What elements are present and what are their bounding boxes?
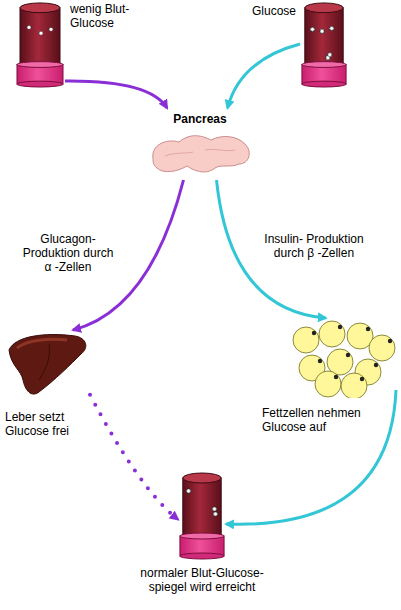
fat-cells: Fettzellen nehmen Glucose auf — [288, 318, 396, 398]
arrow-tail — [173, 515, 178, 519]
node-label: Fettzellen nehmen Glucose auf — [262, 406, 380, 434]
flow-arrow — [226, 390, 396, 524]
blood-tube: Glucose — [300, 0, 348, 88]
fat-cells-shape — [288, 318, 396, 398]
blood-tube-shape — [178, 470, 226, 560]
blood-tube-shape — [15, 0, 65, 88]
liver-organ: Leber setzt Glucose frei — [5, 330, 90, 402]
node-label: wenig Blut- Glucose — [70, 2, 142, 30]
node-label: Glucose — [232, 4, 296, 18]
blood-tube-shape — [300, 0, 348, 88]
flow-arrow — [90, 395, 178, 520]
blood-tube: normaler Blut-Glucose- spiegel wird erre… — [178, 470, 226, 560]
pancreas-organ: Pancreas — [145, 108, 255, 180]
liver-organ-shape — [5, 330, 90, 402]
node-label: Pancreas — [145, 112, 255, 126]
edge-label: Insulin- Produktion durch β -Zellen — [264, 232, 364, 260]
node-label: Leber setzt Glucose frei — [5, 410, 100, 438]
blood-tube: wenig Blut- Glucose — [15, 0, 65, 88]
node-label: normaler Blut-Glucose- spiegel wird erre… — [126, 566, 278, 594]
flow-arrow — [65, 81, 167, 108]
edge-label: Glucagon- Produktion durch α -Zellen — [18, 232, 118, 274]
flow-arrow — [228, 44, 301, 108]
